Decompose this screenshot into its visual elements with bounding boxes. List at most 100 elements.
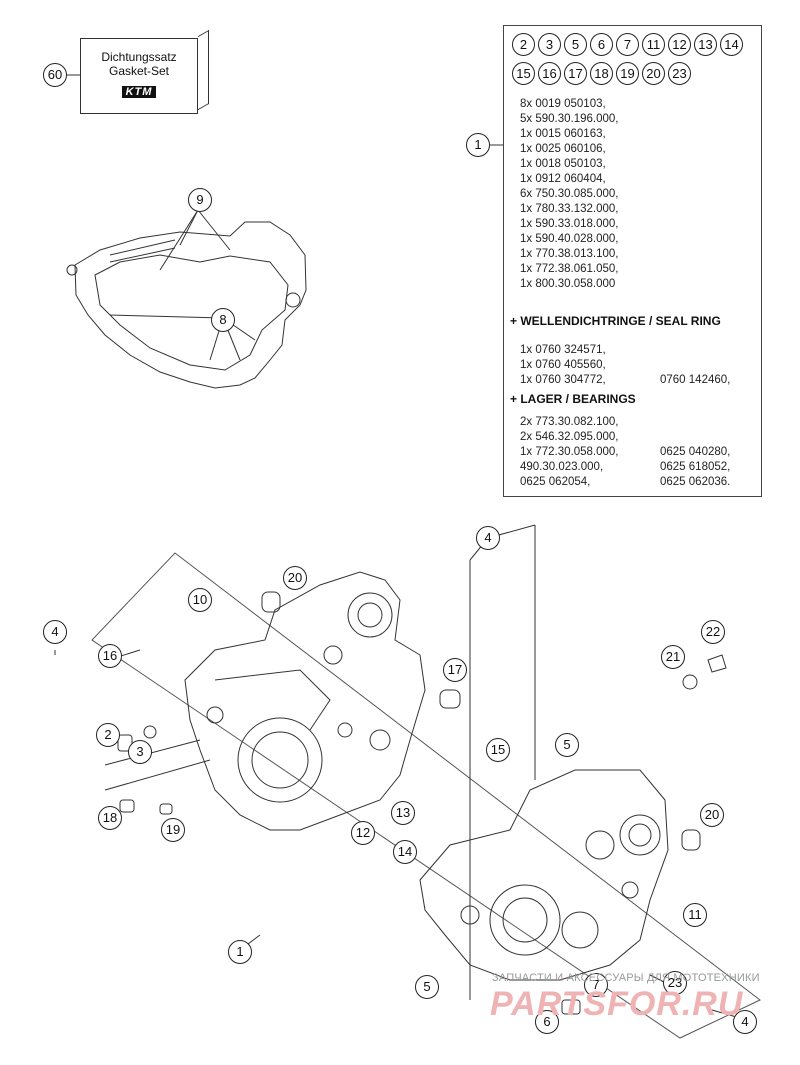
- callout-4-bottom: 4: [733, 1010, 757, 1034]
- callout-21: 21: [661, 645, 685, 669]
- assembly-frame: [91, 552, 761, 1039]
- legend-circle-11: 11: [642, 33, 665, 56]
- legend-circle-23: 23: [668, 62, 691, 85]
- seals-right-list: 0760 142460,: [660, 343, 730, 388]
- callout-1-legend: 1: [466, 133, 490, 157]
- bearings-heading: + LAGER / BEARINGS: [510, 392, 636, 406]
- legend-line: [660, 343, 730, 358]
- legend-circle-12: 12: [668, 33, 691, 56]
- legend-line: 1x 0760 304772,: [520, 374, 606, 386]
- legend-line: 0625 062054,: [520, 476, 591, 488]
- bushing-20: [261, 591, 281, 613]
- legend-line: 2x 546.32.095.000,: [520, 431, 619, 443]
- callout-20-left: 20: [283, 566, 307, 590]
- legend-circle-2: 2: [512, 33, 535, 56]
- legend-line: 490.30.023.000,: [520, 461, 604, 473]
- callout-5-bottom: 5: [415, 975, 439, 999]
- callout-1-main: 1: [228, 940, 252, 964]
- legend-circle-14: 14: [720, 33, 743, 56]
- legend-line: 1x 590.40.028.000,: [520, 233, 619, 245]
- oring-21: [682, 674, 698, 690]
- gasket-set-label-en: Gasket-Set: [108, 64, 170, 78]
- sleeve-18: [119, 799, 135, 813]
- callout-20-right: 20: [700, 803, 724, 827]
- bushing-20b: [681, 829, 701, 851]
- cover-gasket-outline: [74, 221, 307, 389]
- callout-19: 19: [161, 818, 185, 842]
- callout-22: 22: [701, 620, 725, 644]
- callout-23: 23: [663, 971, 687, 995]
- legend-line: 1x 780.33.132.000,: [520, 203, 619, 215]
- legend-circle-20: 20: [642, 62, 665, 85]
- callout-9: 9: [188, 188, 212, 212]
- callout-13: 13: [391, 801, 415, 825]
- legend-circle-17: 17: [564, 62, 587, 85]
- callout-18: 18: [98, 806, 122, 830]
- callout-10: 10: [188, 588, 212, 612]
- seals-left-list: 1x 0760 324571,1x 0760 405560,1x 0760 30…: [520, 343, 606, 388]
- cover-gasket-inner: [94, 254, 289, 371]
- callout-2: 2: [96, 723, 120, 747]
- legend-line: 1x 772.38.061.050,: [520, 263, 619, 275]
- callout-14: 14: [393, 840, 417, 864]
- bearings-left-list: 2x 773.30.082.100, 2x 546.32.095.000, 1x 7…: [520, 415, 618, 490]
- legend-line: 1x 770.38.013.100,: [520, 248, 619, 260]
- callout-17: 17: [443, 658, 467, 682]
- ktm-logo: KTM: [121, 86, 157, 98]
- plug-22: [707, 654, 727, 673]
- seal-ring-heading: + WELLENDICHTRINGE / SEAL RING: [510, 314, 721, 328]
- legend-line: 6x 750.30.085.000,: [520, 188, 619, 200]
- legend-line: [660, 430, 730, 445]
- callout-4-top: 4: [476, 526, 500, 550]
- legend-line: 1x 0025 060106,: [520, 143, 606, 155]
- legend-line: 1x 0760 405560,: [520, 359, 606, 371]
- callout-7: 7: [584, 973, 608, 997]
- legend-line: 8x 0019 050103,: [520, 98, 606, 110]
- callout-4-left: 4: [43, 620, 67, 644]
- legend-circle-5: 5: [564, 33, 587, 56]
- gasket-hole: [285, 292, 301, 308]
- watermark-logo: PARTSFOR.RU: [490, 985, 744, 1023]
- gasket-hole: [66, 264, 78, 276]
- legend-circle-6: 6: [590, 33, 613, 56]
- legend-line: 1x 0018 050103,: [520, 158, 606, 170]
- gasket-set-box: Dichtungssatz Gasket-Set KTM: [80, 29, 209, 114]
- right-crankcase-bore: [489, 884, 561, 956]
- legend-line: [660, 358, 730, 373]
- legend-line: 1x 0912 060404,: [520, 173, 606, 185]
- legend-line: 5x 590.30.196.000,: [520, 113, 619, 125]
- gasket-set-label-de: Dichtungssatz: [101, 50, 177, 64]
- watermark-text: ЗАПЧАСТИ И АКСЕССУАРЫ ДЛЯ МОТОТЕХНИКИ: [492, 972, 760, 984]
- washer-3: [143, 725, 157, 739]
- left-crankcase-outline: [184, 571, 426, 831]
- legend-line: 1x 800.30.058.000: [520, 278, 616, 290]
- callout-15: 15: [486, 738, 510, 762]
- legend-circle-7: 7: [616, 33, 639, 56]
- legend-line: 1x 0015 060163,: [520, 128, 606, 140]
- legend-line: 0625 040280,: [660, 446, 731, 458]
- legend-line: 1x 590.33.018.000,: [520, 218, 619, 230]
- gasket-box-side: [198, 29, 209, 111]
- legend-circle-15: 15: [512, 62, 535, 85]
- legend-parts-list: 8x 0019 050103, 5x 590.30.196.000, 1x 0015…: [520, 97, 618, 292]
- legend-line: [660, 415, 730, 430]
- callout-6: 6: [535, 1010, 559, 1034]
- callout-16: 16: [98, 644, 122, 668]
- callout-8: 8: [211, 308, 235, 332]
- right-crankcase-outline: [419, 769, 669, 981]
- legend-line: 1x 772.30.058.000,: [520, 446, 619, 458]
- callout-12: 12: [351, 821, 375, 845]
- legend-line: 0625 618052,: [660, 461, 731, 473]
- plug-6: [561, 999, 581, 1015]
- bearings-right-list: 0625 040280,0625 618052,0625 062036.: [660, 415, 730, 490]
- callout-11: 11: [683, 903, 707, 927]
- legend-line: 0760 142460,: [660, 374, 731, 386]
- callout-60: 60: [43, 63, 67, 87]
- legend-circle-13: 13: [694, 33, 717, 56]
- sleeve-19: [159, 803, 173, 815]
- legend-line: 2x 773.30.082.100,: [520, 416, 619, 428]
